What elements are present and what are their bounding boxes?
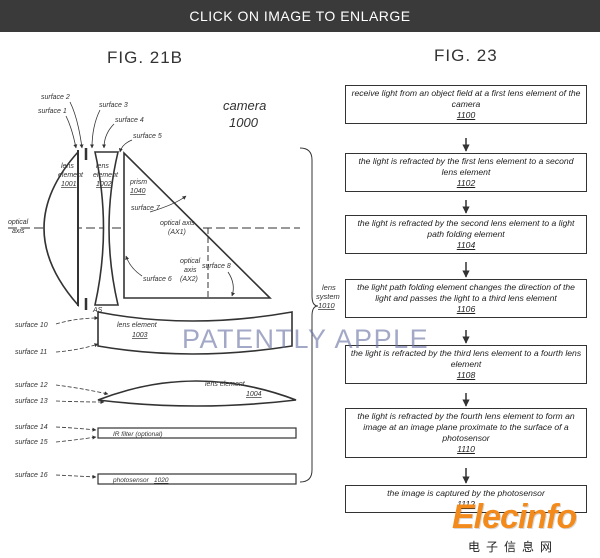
fig-21b-lens-diagram: camera 1000 optical axis lens element 10…: [8, 94, 470, 485]
flow-step-1110: the light is refracted by the fourth len…: [345, 408, 587, 458]
fig-21b-title: FIG. 21B: [107, 48, 184, 67]
elecinfo-logo: Elecinfo: [452, 498, 577, 536]
surface-7-leader: [149, 195, 187, 213]
surface-4-leader: [102, 123, 115, 149]
prism-1040: [123, 151, 272, 299]
lens-element-1003: [97, 311, 293, 355]
flow-step-text: the light path folding element changes t…: [357, 282, 575, 303]
lens2-label-2: element: [93, 172, 119, 179]
surface-2-leader: [69, 101, 84, 149]
ax1-label: optical axis: [160, 220, 195, 227]
flow-step-text: the image is captured by the photosensor: [387, 488, 545, 498]
photosensor-number: 1020: [154, 477, 169, 484]
lens-system-label-2: system: [316, 292, 340, 301]
camera-label: camera: [223, 98, 266, 113]
flow-step-text: the light is refracted by the second len…: [357, 218, 575, 239]
flow-step-number: 1100: [456, 110, 476, 120]
ir-filter-label: IR filter (optional): [113, 431, 163, 438]
ir-filter: [97, 427, 297, 439]
lens-element-1004: [97, 380, 297, 407]
flow-step-1112: the image is captured by the photosensor…: [345, 485, 587, 513]
photosensor: [97, 473, 297, 485]
lens1-label: lens: [61, 163, 74, 170]
flow-step-number: 1102: [456, 178, 476, 188]
lens4-number: 1004: [246, 391, 262, 398]
enlarge-banner[interactable]: CLICK ON IMAGE TO ENLARGE: [0, 0, 600, 32]
photosensor-label: photosensor: [112, 477, 150, 484]
lens3-label: lens element: [117, 322, 158, 329]
surface-11-label: surface 11: [15, 349, 47, 356]
flow-step-1108: the light is refracted by the third lens…: [345, 345, 587, 384]
surface-5-leader: [118, 139, 133, 153]
surface-16-label: surface 16: [15, 472, 48, 479]
flow-step-1100: receive light from an object field at a …: [345, 85, 587, 124]
flow-step-number: 1112: [457, 499, 475, 509]
lens2-number: 1002: [96, 181, 112, 188]
surface-3-leader: [90, 109, 101, 149]
flow-step-number: 1110: [457, 444, 475, 454]
surface-16-leader: [55, 474, 97, 479]
flow-step-number: 1104: [456, 240, 476, 250]
prism-label: prism: [129, 179, 147, 186]
surface-12-label: surface 12: [15, 382, 48, 389]
surface-1-label: surface 1: [38, 108, 67, 115]
surface-14-label: surface 14: [15, 424, 48, 431]
surface-15-leader: [55, 435, 97, 443]
surface-7-label: surface 7: [131, 205, 161, 212]
surface-13-leader: [55, 399, 105, 404]
enlarge-banner-label: CLICK ON IMAGE TO ENLARGE: [189, 8, 411, 24]
ax2-label-3: (AX2): [180, 276, 198, 283]
flow-step-text: the light is refracted by the fourth len…: [357, 411, 575, 443]
flow-step-text: receive light from an object field at a …: [351, 88, 581, 109]
surface-1-leader: [65, 115, 78, 149]
camera-number: 1000: [229, 115, 259, 130]
flow-step-number: 1106: [456, 304, 476, 314]
fig-23-title: FIG. 23: [434, 46, 498, 65]
flow-step-1102: the light is refracted by the first lens…: [345, 153, 587, 192]
flow-step-number: 1108: [456, 370, 476, 380]
lens4-label: lens element: [205, 381, 246, 388]
surface-14-leader: [55, 426, 97, 432]
surface-12-leader: [55, 384, 109, 396]
flow-step-1104: the light is refracted by the second len…: [345, 215, 587, 254]
ax1-label-2: (AX1): [168, 229, 186, 236]
surface-2-label: surface 2: [41, 94, 70, 101]
surface-13-label: surface 13: [15, 398, 48, 405]
prism-number: 1040: [130, 188, 146, 195]
surface-8-leader: [227, 271, 236, 297]
lens1-number: 1001: [61, 181, 77, 188]
lens3-number: 1003: [132, 332, 148, 339]
flow-step-text: the light is refracted by the first lens…: [358, 156, 574, 177]
surface-8-label: surface 8: [202, 263, 231, 270]
as-label: AS: [92, 307, 103, 314]
ax2-label: optical: [180, 258, 201, 265]
lens-system-label: lens: [322, 283, 336, 292]
surface-11-leader: [55, 343, 99, 353]
lens-element-1002: [94, 151, 120, 306]
flow-step-text: the light is refracted by the third lens…: [350, 348, 582, 369]
optical-axis-label: optical: [8, 219, 29, 226]
surface-3-label: surface 3: [99, 102, 128, 109]
surface-5-label: surface 5: [133, 133, 162, 140]
surface-10-leader: [55, 316, 99, 325]
surface-10-label: surface 10: [15, 322, 48, 329]
lens-system-bracket: [299, 147, 319, 483]
optical-axis-label-2: axis: [12, 228, 25, 235]
surface-4-label: surface 4: [115, 117, 144, 124]
lens-element-1001: [43, 149, 79, 308]
lens2-label: lens: [96, 163, 109, 170]
lens1-label-2: element: [58, 172, 84, 179]
surface-15-label: surface 15: [15, 439, 48, 446]
surface-6-leader: [125, 255, 143, 277]
surface-6-label: surface 6: [143, 276, 172, 283]
elecinfo-logo-subtitle: 电子信息网: [468, 540, 559, 554]
flow-step-1106: the light path folding element changes t…: [345, 279, 587, 318]
ax2-label-2: axis: [184, 267, 197, 274]
lens-system-number: 1010: [318, 301, 336, 310]
